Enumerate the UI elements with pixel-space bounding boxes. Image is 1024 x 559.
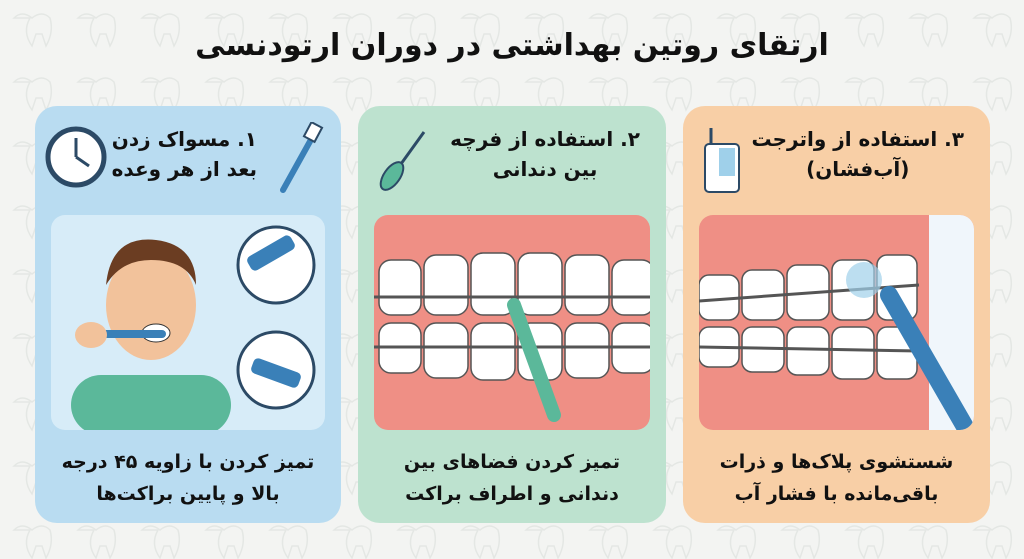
card-interdental-brush: ۲. استفاده از فرچه بین دندانی تمیز کردن …	[358, 106, 666, 523]
card-water-flosser: ۳. استفاده از واترجت (آب‌فشان) شستشوی پل…	[683, 106, 990, 523]
card-heading: ۲. استفاده از فرچه بین دندانی	[450, 127, 640, 181]
card-description: تمیز کردن فضاهای بین دندانی و اطراف براک…	[403, 451, 621, 505]
brushing-illustration	[51, 215, 325, 430]
card-description: شستشوی پلاک‌ها و ذرات باقی‌مانده با فشار…	[719, 451, 954, 505]
card-description: تمیز کردن با زاویه ۴۵ درجه بالا و پایین …	[61, 451, 315, 505]
water-jet-teeth-image	[699, 215, 974, 430]
page-title: ارتقای روتین بهداشتی در دوران ارتودنسی	[195, 28, 829, 63]
card-heading: ۱. مسواک زدن بعد از هر وعده	[111, 127, 257, 181]
interdental-brush-icon	[379, 131, 426, 191]
card-brushing: ۱. مسواک زدن بعد از هر وعده تمیز کردن با…	[35, 106, 341, 523]
person-brushing-image	[71, 225, 316, 430]
interdental-illustration	[374, 215, 650, 430]
braces-teeth-image	[374, 252, 650, 422]
card-heading: ۳. استفاده از واترجت (آب‌فشان)	[751, 127, 964, 181]
water-flosser-icon	[704, 128, 740, 193]
water-flosser-illustration	[699, 215, 974, 430]
clock-icon	[45, 126, 107, 188]
toothbrush-icon	[280, 122, 324, 193]
